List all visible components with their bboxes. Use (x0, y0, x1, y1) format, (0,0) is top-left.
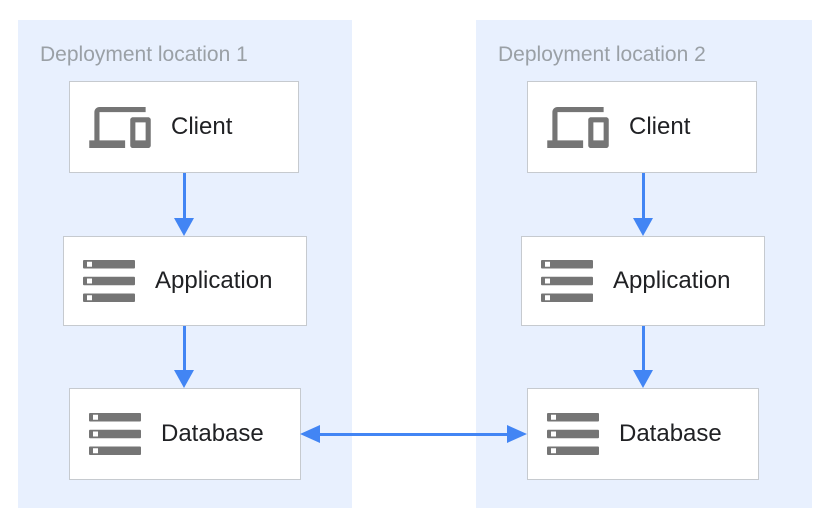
arrow-client2-to-application2 (633, 173, 653, 236)
arrow-client1-to-application1 (174, 173, 194, 236)
arrow-down-head (174, 218, 194, 236)
devices-icon (547, 106, 609, 148)
node-database-1: Database (69, 388, 301, 480)
arrow-shaft (641, 326, 645, 370)
arrow-shaft (641, 173, 645, 218)
server-stack-icon (89, 413, 141, 455)
arrow-shaft (182, 326, 186, 370)
panel-title: Deployment location 2 (498, 43, 706, 66)
arrow-shaft (182, 173, 186, 218)
arrow-application1-to-database1 (174, 326, 194, 388)
node-label: Application (155, 267, 273, 294)
deployment-location-1-panel: Deployment location 1 Client (18, 20, 352, 508)
arrow-down-head (633, 370, 653, 388)
node-label: Database (161, 420, 264, 447)
node-client-1: Client (69, 81, 299, 173)
node-application-2: Application (521, 236, 765, 326)
arrow-down-head (633, 218, 653, 236)
arrow-right-head (507, 425, 527, 443)
node-label: Application (613, 267, 731, 294)
node-client-2: Client (527, 81, 757, 173)
node-label: Client (171, 113, 233, 140)
node-label: Database (619, 420, 722, 447)
arrow-down-head (174, 370, 194, 388)
server-stack-icon (547, 413, 599, 455)
devices-icon (89, 106, 151, 148)
arrow-database1-database2-bidirectional (300, 424, 527, 444)
server-stack-icon (541, 260, 593, 302)
deployment-location-2-panel: Deployment location 2 Client (476, 20, 812, 508)
node-label: Client (629, 113, 691, 140)
server-stack-icon (83, 260, 135, 302)
node-database-2: Database (527, 388, 759, 480)
arrow-shaft (318, 432, 509, 436)
node-application-1: Application (63, 236, 307, 326)
arrow-left-head (300, 425, 320, 443)
panel-title: Deployment location 1 (40, 43, 248, 66)
arrow-application2-to-database2 (633, 326, 653, 388)
